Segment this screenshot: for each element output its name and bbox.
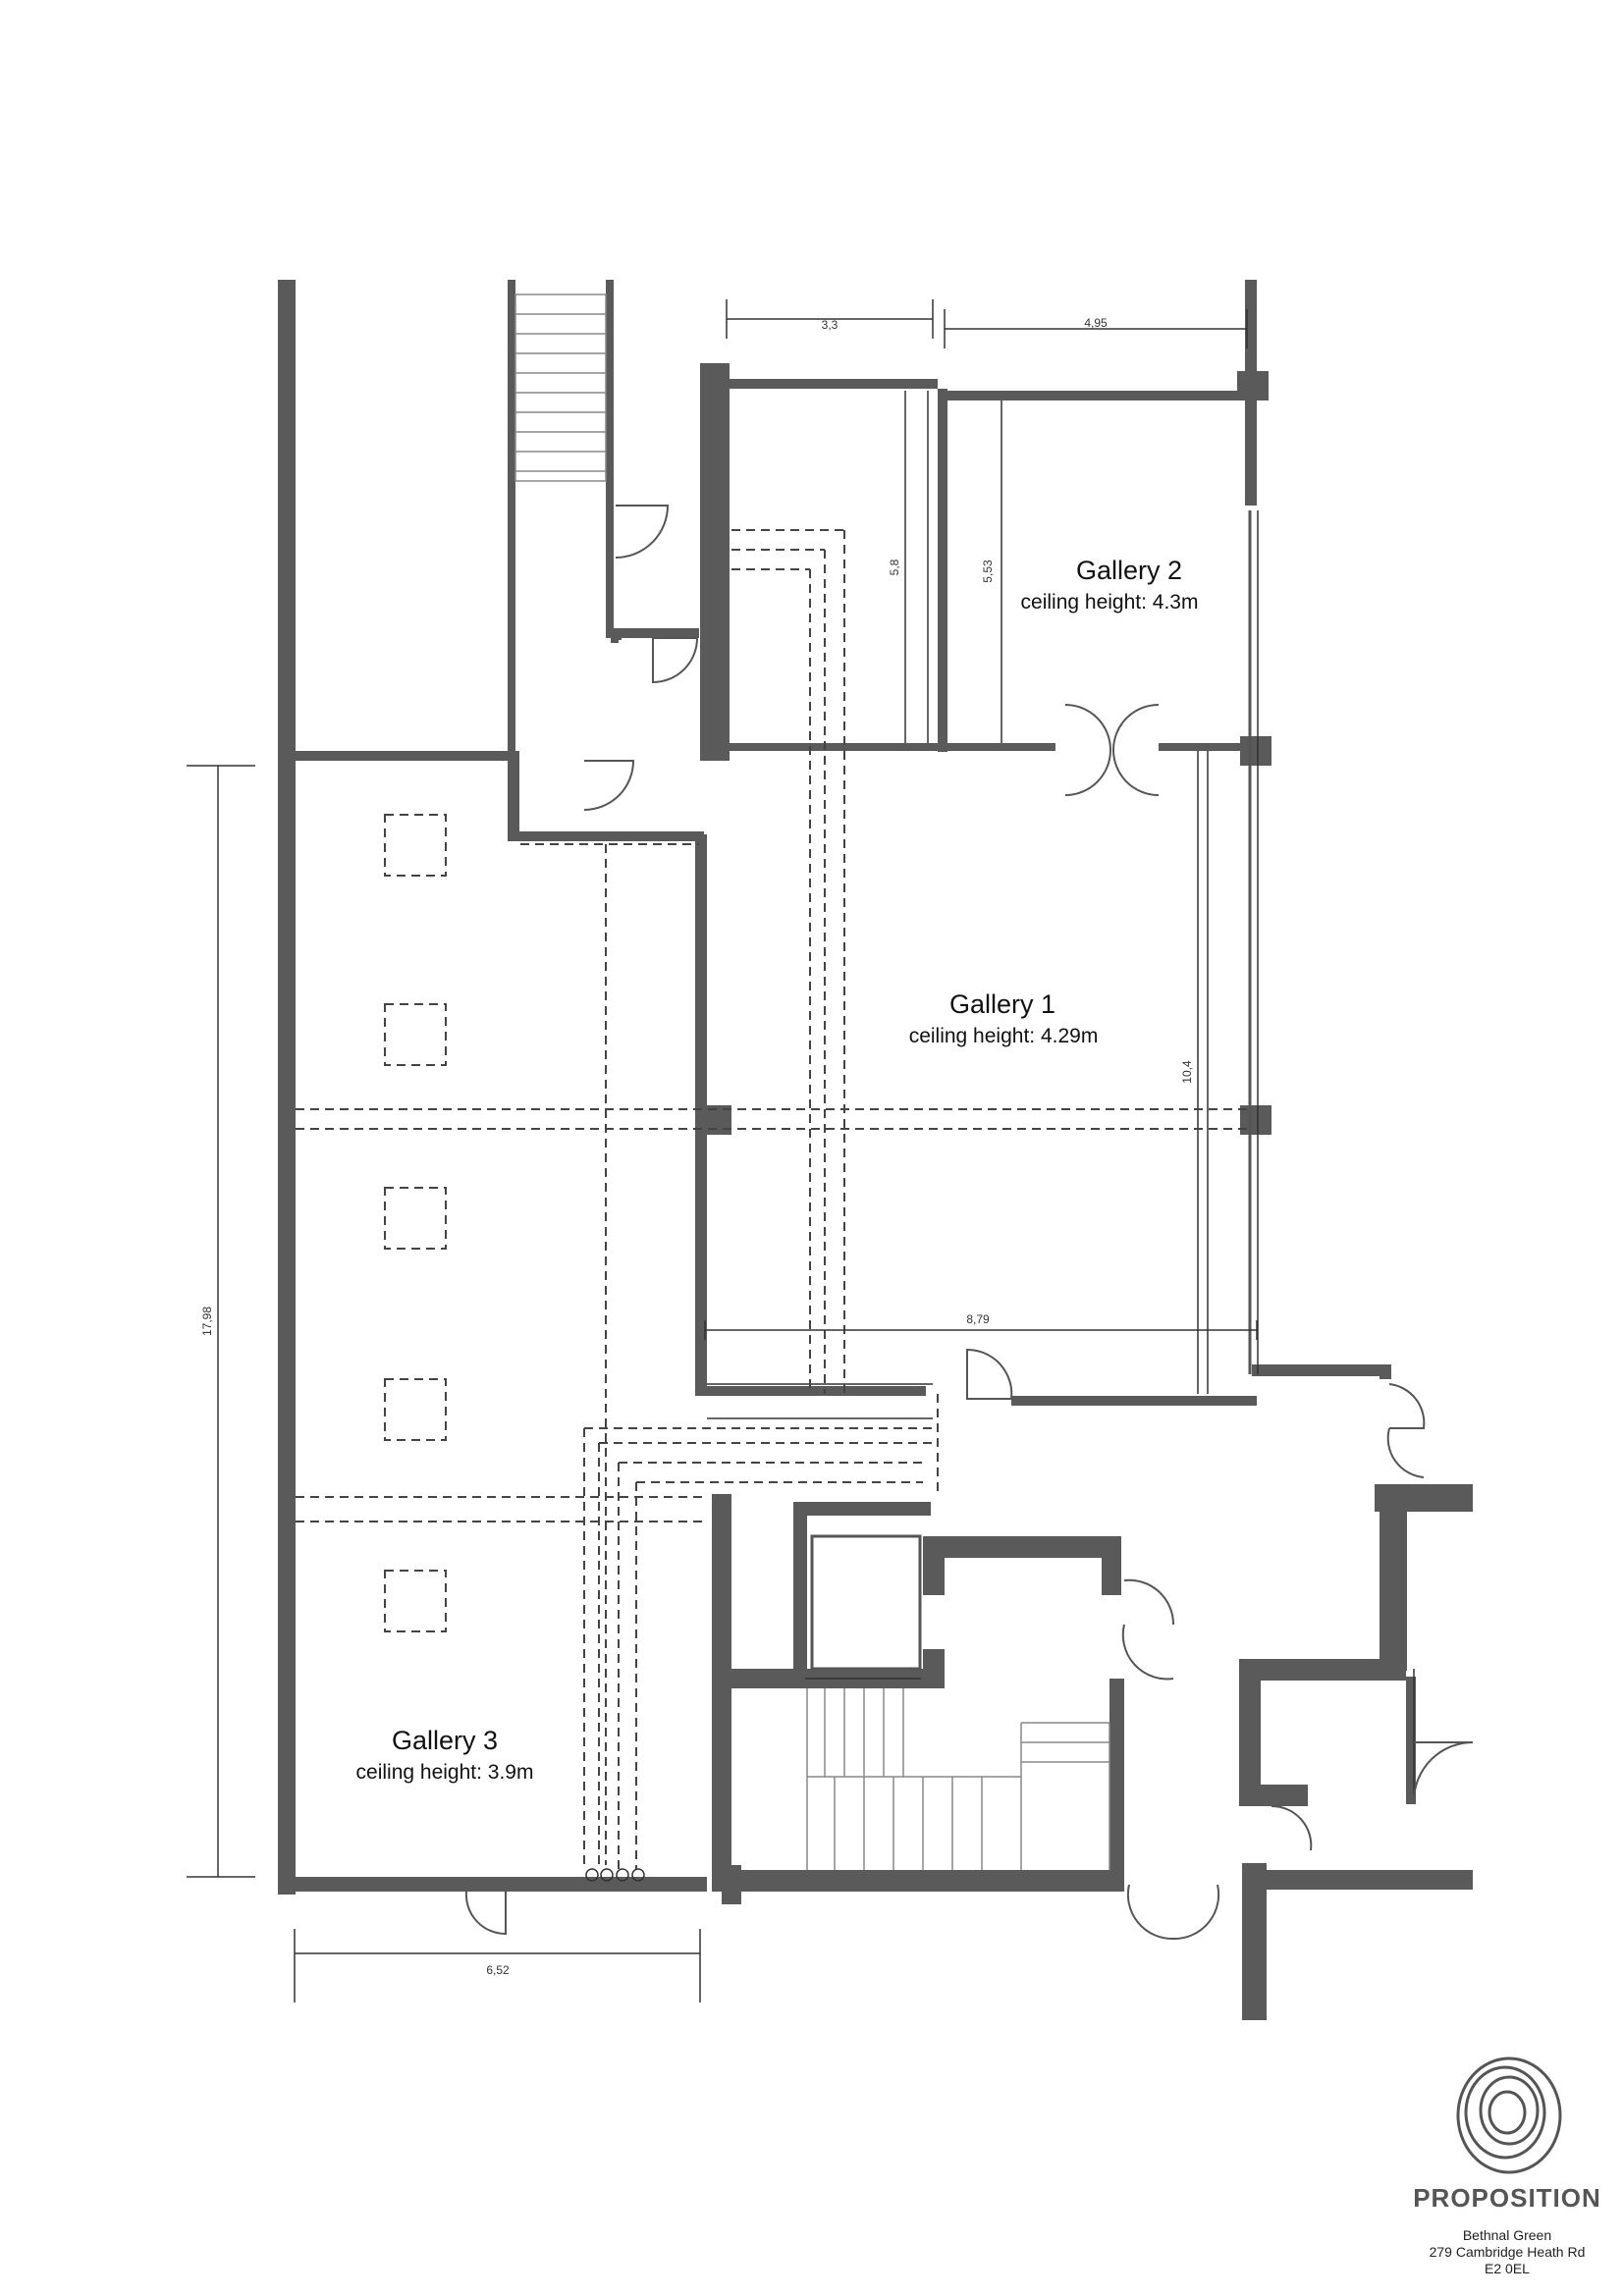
dashed-lines	[296, 529, 1247, 1870]
brand-name: PROPOSITION	[1413, 2183, 1601, 2213]
proposition-logo-icon	[1456, 2056, 1562, 2174]
dim-g2-depth-b: 5,53	[981, 560, 995, 583]
walls	[278, 280, 1473, 2020]
address-line-1: Bethnal Green	[1462, 2227, 1552, 2243]
dim-left-total: 17,98	[200, 1307, 214, 1336]
address-line-2: 279 Cambridge Heath Rd	[1429, 2244, 1586, 2260]
gallery-3-title: Gallery 3	[392, 1726, 498, 1755]
pipe-ends	[585, 1868, 645, 1882]
room-labels: Gallery 2 ceiling height: 4.3m Gallery 1…	[356, 556, 1199, 1784]
gallery-1-title: Gallery 1	[949, 989, 1055, 1019]
dim-top-right: 4,95	[1084, 316, 1108, 330]
gallery-2-ceiling: ceiling height: 4.3m	[1021, 591, 1199, 614]
gallery-3-ceiling: ceiling height: 3.9m	[356, 1761, 534, 1784]
gallery-1-ceiling: ceiling height: 4.29m	[909, 1025, 1099, 1047]
dim-g1-depth: 10,4	[1180, 1060, 1194, 1084]
dim-g2-depth-a: 5,8	[888, 559, 901, 575]
dim-top-left: 3,3	[822, 318, 839, 332]
dim-g1-width: 8,79	[966, 1312, 990, 1326]
glazing-lines	[707, 391, 1415, 1796]
doors	[464, 505, 1474, 1941]
dimension-lines	[187, 299, 1258, 2002]
skylights	[384, 814, 447, 1632]
address-line-3: E2 0EL	[1485, 2261, 1530, 2276]
dim-g3-width: 6,52	[486, 1963, 510, 1977]
brand-block: PROPOSITION Bethnal Green 279 Cambridge …	[1394, 2052, 1620, 2277]
stairs	[514, 294, 1110, 1870]
gallery-2-title: Gallery 2	[1076, 556, 1182, 585]
dimension-labels: 3,3 4,95 5,8 5,53 10,4 8,79 17,98 6,52	[200, 316, 1194, 1977]
